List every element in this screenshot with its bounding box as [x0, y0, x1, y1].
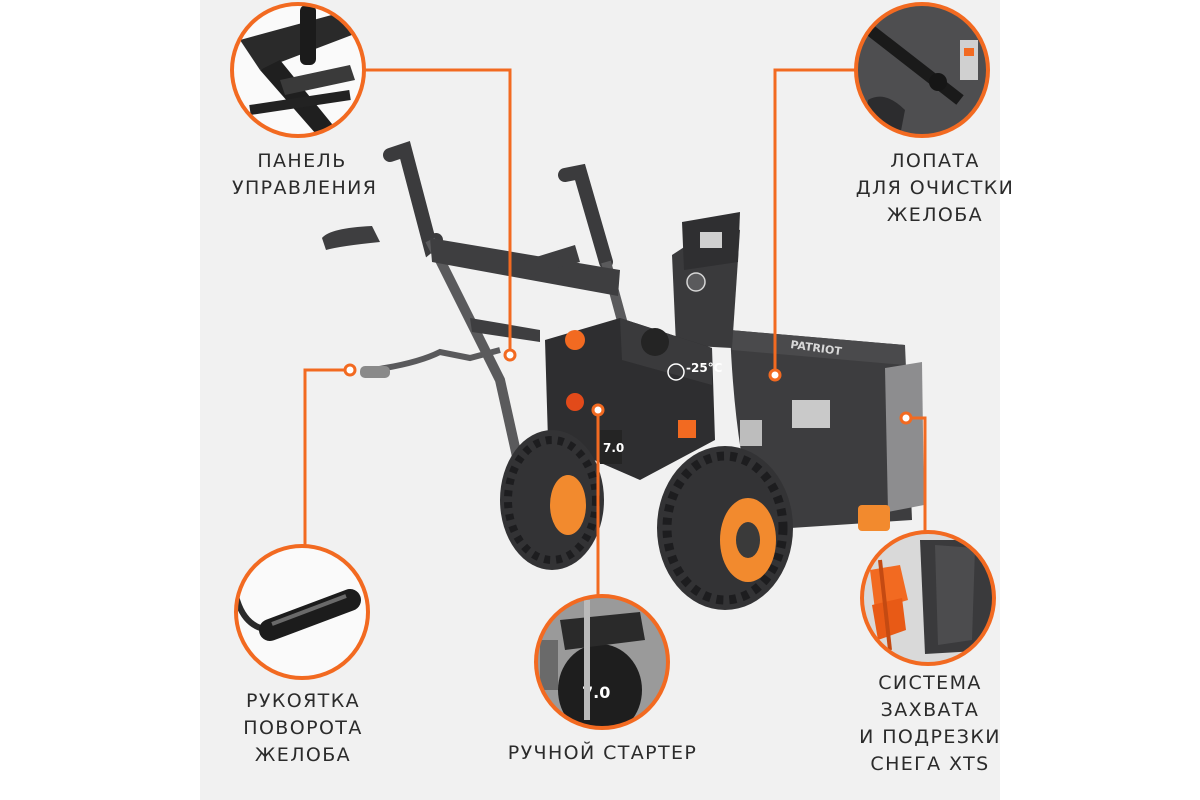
label-line: УПРАВЛЕНИЯ	[232, 177, 378, 199]
label-line: ПАНЕЛЬ	[257, 150, 347, 172]
label-line: СИСТЕМА	[878, 672, 982, 694]
snowflake-icon	[667, 363, 685, 381]
right-wheel	[657, 446, 793, 610]
snowblower-body: PATRIOT	[322, 140, 924, 610]
label-line: ЛОПАТА	[890, 150, 980, 172]
label-line: РУЧНОЙ СТАРТЕР	[507, 742, 698, 764]
label-line: СНЕГА XTS	[870, 753, 990, 775]
label-chute-handle: РУКОЯТКА ПОВОРОТА ЖЕЛОБА	[238, 688, 368, 769]
label-chute-shovel: ЛОПАТА ДЛЯ ОЧИСТКИ ЖЕЛОБА	[850, 148, 1020, 229]
label-line: И ПОДРЕЗКИ	[859, 726, 1001, 748]
temp-badge: -25°C	[686, 361, 723, 375]
label-line: ЖЕЛОБА	[254, 744, 352, 766]
label-manual-starter: РУЧНОЙ СТАРТЕР	[505, 740, 700, 767]
detail-manual-starter: 7.0	[534, 594, 670, 730]
label-line: РУКОЯТКА	[246, 690, 360, 712]
detail-chute-shovel	[854, 2, 990, 138]
label-line: ПОВОРОТА	[243, 717, 363, 739]
label-line: ДЛЯ ОЧИСТКИ	[855, 177, 1015, 199]
label-line: ЗАХВАТА	[880, 699, 980, 721]
detail-control-panel	[230, 2, 366, 138]
engine-badge: 7.0	[603, 441, 624, 455]
label-xts-system: СИСТЕМА ЗАХВАТА И ПОДРЕЗКИ СНЕГА XTS	[850, 670, 1010, 778]
left-wheel	[500, 430, 604, 570]
detail-chute-handle	[234, 544, 370, 680]
detail-xts-system	[860, 530, 996, 666]
anchor-dots	[343, 348, 913, 425]
label-control-panel: ПАНЕЛЬ УПРАВЛЕНИЯ	[232, 148, 378, 202]
label-line: ЖЕЛОБА	[886, 204, 984, 226]
